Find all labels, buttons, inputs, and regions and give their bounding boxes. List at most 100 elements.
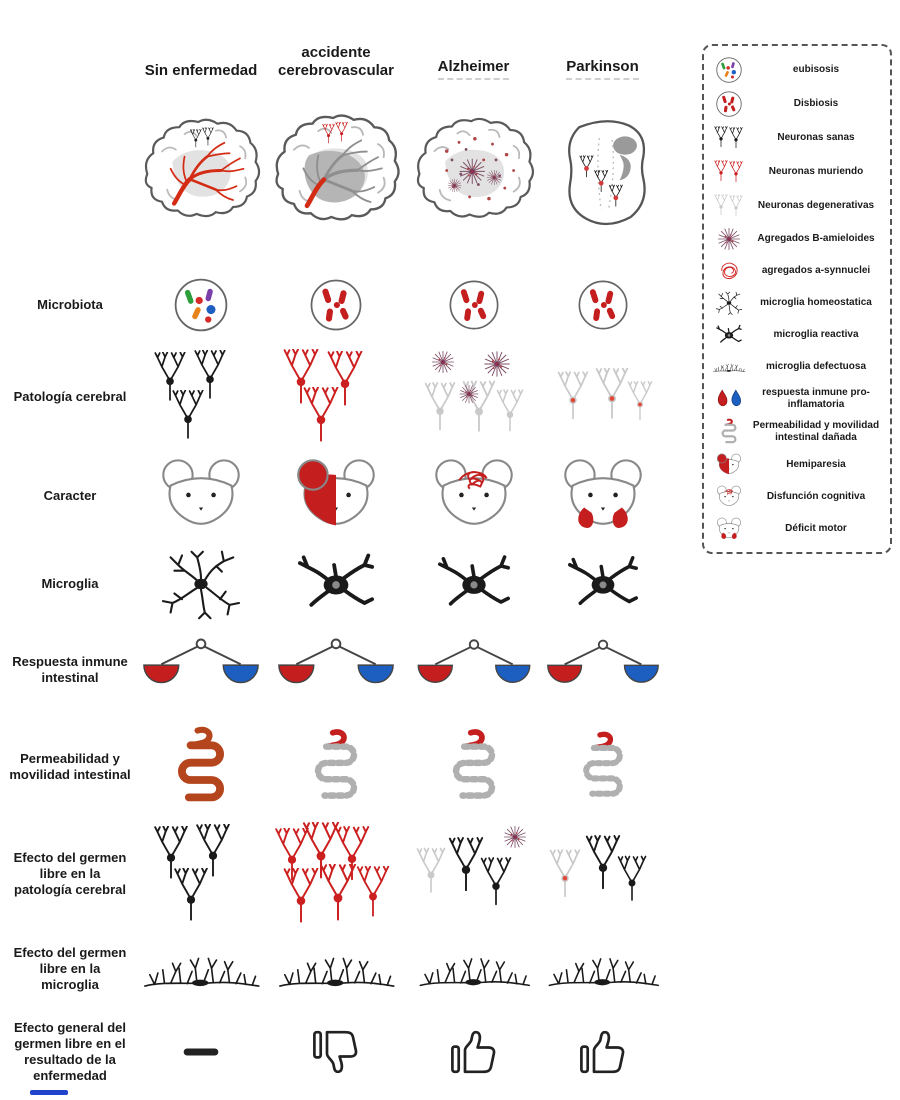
legend-item-respuesta-proinflamatoria: respuesta inmune pro-inflamatoria xyxy=(710,386,884,412)
column-header-label: Alzheimer xyxy=(437,58,510,80)
column-header-sin-enfermedad: Sin enfermedad xyxy=(136,26,266,84)
dysbiosis-icon xyxy=(449,280,498,330)
efecto-patologia-cell xyxy=(266,818,406,930)
defective-microglia-icon xyxy=(713,363,746,372)
healthy-neurons-icon xyxy=(154,824,230,921)
legend-label: Déficit motor xyxy=(785,523,847,534)
efecto-general-cell xyxy=(136,1008,266,1096)
mixed-neurons-synuclein-icon xyxy=(545,834,647,902)
efecto-microglia-cell xyxy=(541,930,664,1008)
row-label-respuesta-inmune: Respuesta inmune intestinal xyxy=(12,653,128,685)
row-label-patologia-cerebral: Patología cerebral xyxy=(13,388,127,404)
immune-balance-icon xyxy=(416,639,531,684)
legend-label: Permeabilidad y movilidad intestinal dañ… xyxy=(752,420,880,443)
cognitive-dysfunction-mouse-icon xyxy=(715,485,743,509)
efecto-patologia-cell xyxy=(406,818,541,930)
dying-neurons-icon xyxy=(714,160,743,183)
damaged-intestine-icon xyxy=(574,725,632,809)
row-label-microglia: Microglia xyxy=(41,575,99,591)
legend-label: Disbiosis xyxy=(793,98,839,109)
legend-item-microglia-defectuosa: microglia defectuosa xyxy=(710,354,884,380)
efecto-general-cell xyxy=(406,1008,541,1096)
legend-item-hemiparesia: Hemiparesia xyxy=(710,452,884,478)
eubiosis-icon xyxy=(716,57,742,83)
microglia-cell xyxy=(266,544,406,624)
healthy-brain-illustration xyxy=(144,118,261,218)
efecto-patologia-cell xyxy=(136,818,266,930)
homeostatic-microglia-icon xyxy=(715,291,743,315)
legend-item-eubiosis: eubisosis xyxy=(710,56,884,84)
brain-cell-healthy xyxy=(136,84,266,264)
microbiota-cell xyxy=(136,264,266,346)
thumb-up-icon xyxy=(579,1030,624,1074)
efecto-general-cell xyxy=(266,1008,406,1096)
degenerative-neurons-amyloid-icon xyxy=(424,350,524,432)
permeabilidad-cell xyxy=(136,716,266,818)
respuesta-cell xyxy=(266,624,406,716)
defective-microglia-icon xyxy=(144,957,260,987)
legend-item-intestino-danado: Permeabilidad y movilidad intestinal dañ… xyxy=(710,418,884,446)
eubiosis-icon xyxy=(174,278,228,332)
column-header-label: Sin enfermedad xyxy=(144,62,258,79)
defective-microglia-icon xyxy=(548,958,659,987)
hemiparesis-mouse-icon xyxy=(292,457,380,535)
legend-item-microglia-reactiva: microglia reactiva xyxy=(710,322,884,348)
defective-microglia-icon xyxy=(279,957,395,987)
row-label-efecto-patologia: Efecto del germen libre en la patología … xyxy=(13,849,127,898)
legend-box: eubisosis Disbiosis Neuronas sanas Neuro… xyxy=(702,44,892,554)
patologia-cell xyxy=(541,346,664,448)
dysbiosis-icon xyxy=(716,91,742,117)
legend-item-agregados-synuclei: agregados a-synnuclei xyxy=(710,258,884,284)
respuesta-cell xyxy=(136,624,266,716)
damaged-intestine-icon xyxy=(443,723,505,811)
legend-label: eubisosis xyxy=(792,64,840,75)
column-header-accidente-cerebrovascular: accidente cerebrovascular xyxy=(266,26,406,84)
degenerative-neurons-icon xyxy=(714,194,743,217)
caracter-cell xyxy=(541,448,664,544)
immune-balance-icon xyxy=(277,638,395,684)
column-header-alzheimer: Alzheimer xyxy=(406,26,541,84)
legend-item-neuronas-muriendo: Neuronas muriendo xyxy=(710,158,884,186)
dysbiosis-icon xyxy=(578,280,627,330)
microbiota-cell xyxy=(266,264,406,346)
row-label-efecto-general: Efecto general del germen libre en el re… xyxy=(14,1019,126,1084)
legend-item-disfuncion-cognitiva: Disfunción cognitiva xyxy=(710,484,884,510)
legend-label: Agregados B-amieloides xyxy=(757,233,875,244)
row-label-efecto-microglia: Efecto del germen libre en la microglia xyxy=(13,944,127,993)
motor-deficit-mouse-icon xyxy=(559,457,647,535)
damaged-intestine-icon xyxy=(721,418,737,444)
microglia-cell xyxy=(406,544,541,624)
efecto-patologia-cell xyxy=(541,818,664,930)
row-label-permeabilidad: Permeabilidad y movilidad intestinal xyxy=(9,750,131,782)
legend-label: microglia defectuosa xyxy=(765,361,867,372)
caracter-cell xyxy=(266,448,406,544)
efecto-microglia-cell xyxy=(406,930,541,1008)
caracter-cell xyxy=(406,448,541,544)
immune-balance-icon xyxy=(546,639,659,684)
legend-label: Neuronas sanas xyxy=(777,132,855,143)
degenerative-neurons-synuclein-icon xyxy=(547,349,659,445)
legend-item-neuronas-degenerativas: Neuronas degenerativas xyxy=(710,192,884,220)
legend-label: microglia homeostatica xyxy=(760,297,872,308)
hemiparesis-mouse-icon xyxy=(715,453,743,477)
many-dying-neurons-icon xyxy=(275,822,390,923)
amyloid-aggregates-icon xyxy=(717,227,741,251)
immune-balance-icon xyxy=(142,638,260,684)
efecto-microglia-cell xyxy=(136,930,266,1008)
respuesta-cell xyxy=(406,624,541,716)
microbiota-cell xyxy=(406,264,541,346)
brain-cell-parkinson xyxy=(541,84,664,264)
efecto-general-cell xyxy=(541,1008,664,1096)
patologia-cell xyxy=(136,346,266,448)
legend-label: Neuronas degenerativas xyxy=(757,200,875,211)
legend-item-disbiosis: Disbiosis xyxy=(710,90,884,118)
dying-neurons-icon xyxy=(283,349,363,442)
defective-microglia-icon xyxy=(419,958,530,987)
damaged-intestine-icon xyxy=(305,723,367,811)
reactive-microglia-icon xyxy=(716,324,742,343)
brain-cell-stroke xyxy=(266,84,406,264)
reactive-microglia-icon xyxy=(297,553,375,607)
neutral-dash-icon xyxy=(183,1048,219,1056)
microglia-cell xyxy=(136,544,266,624)
